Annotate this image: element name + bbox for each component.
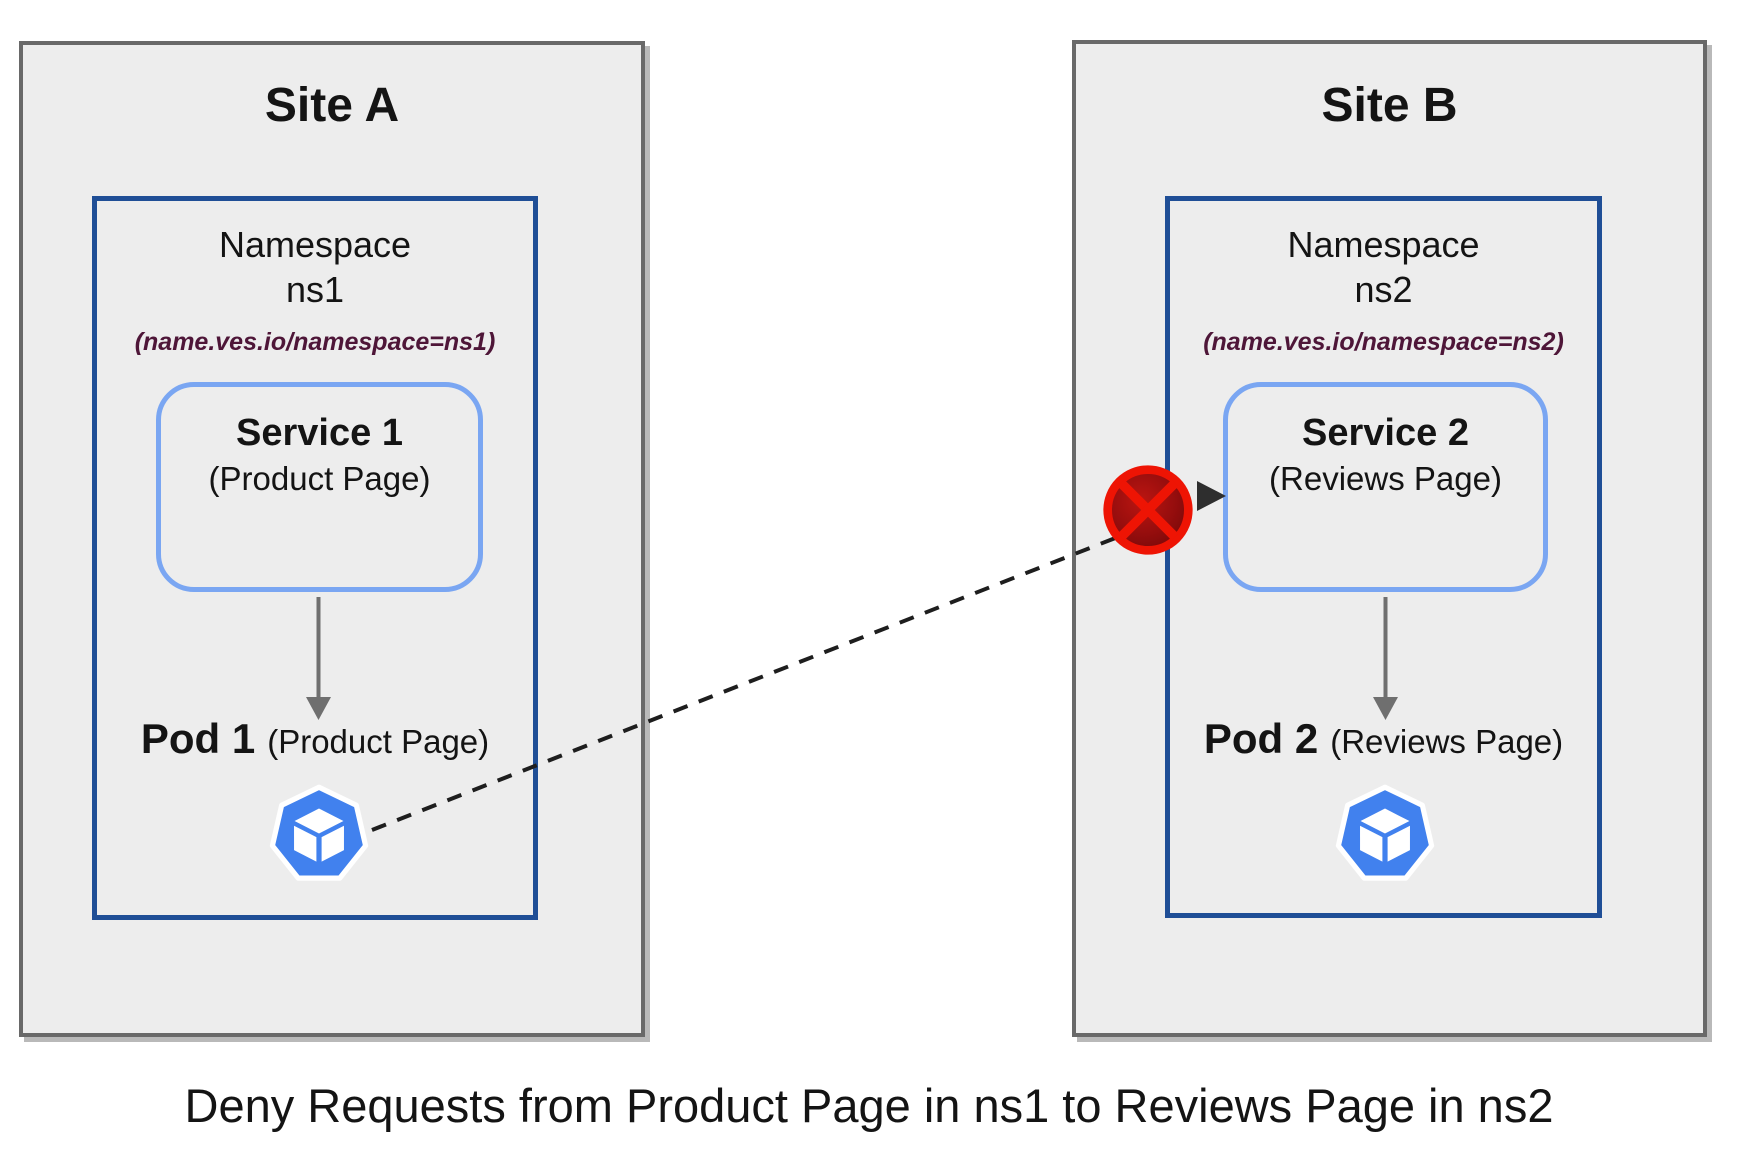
site-b-title: Site B: [1321, 79, 1458, 132]
diagram-caption: Deny Requests from Product Page in ns1 t…: [184, 1079, 1554, 1132]
pod-2-name: Pod 2: [1203, 715, 1319, 762]
pod-2-subtitle: (Reviews Page): [1330, 723, 1564, 760]
service-2-subtitle: (Reviews Page): [1269, 460, 1502, 497]
namespace-heading-line: Namespace: [218, 224, 412, 265]
pod-1-subtitle: (Product Page): [267, 723, 490, 760]
namespace-ns1-heading: Namespace ns1: [92, 222, 538, 312]
service-1-subtitle: (Product Page): [208, 460, 431, 497]
namespace-ns2-heading: Namespace ns2: [1165, 222, 1602, 312]
kubernetes-pod-icon: [1335, 784, 1435, 881]
kubernetes-pod-icon: [269, 784, 369, 881]
pod-1-label: Pod 1 (Product Page): [92, 714, 538, 764]
namespace-heading-line: Namespace: [1287, 224, 1480, 265]
site-a-title: Site A: [264, 79, 400, 132]
namespace-ns2-selector-label: (name.ves.io/namespace=ns2): [1203, 328, 1564, 356]
pod-1-name: Pod 1: [140, 715, 256, 762]
namespace-name-line: ns1: [285, 269, 345, 310]
pod-2-label: Pod 2 (Reviews Page): [1165, 714, 1602, 764]
service-2-box: Service 2 (Reviews Page): [1223, 382, 1548, 592]
deny-icon: [1103, 465, 1193, 555]
namespace-ns1-selector-label: (name.ves.io/namespace=ns1): [134, 328, 496, 356]
service-1-name: Service 1: [236, 412, 403, 454]
service-1-box: Service 1 (Product Page): [156, 382, 483, 592]
namespace-name-line: ns2: [1354, 269, 1413, 310]
service-2-name: Service 2: [1302, 412, 1469, 454]
